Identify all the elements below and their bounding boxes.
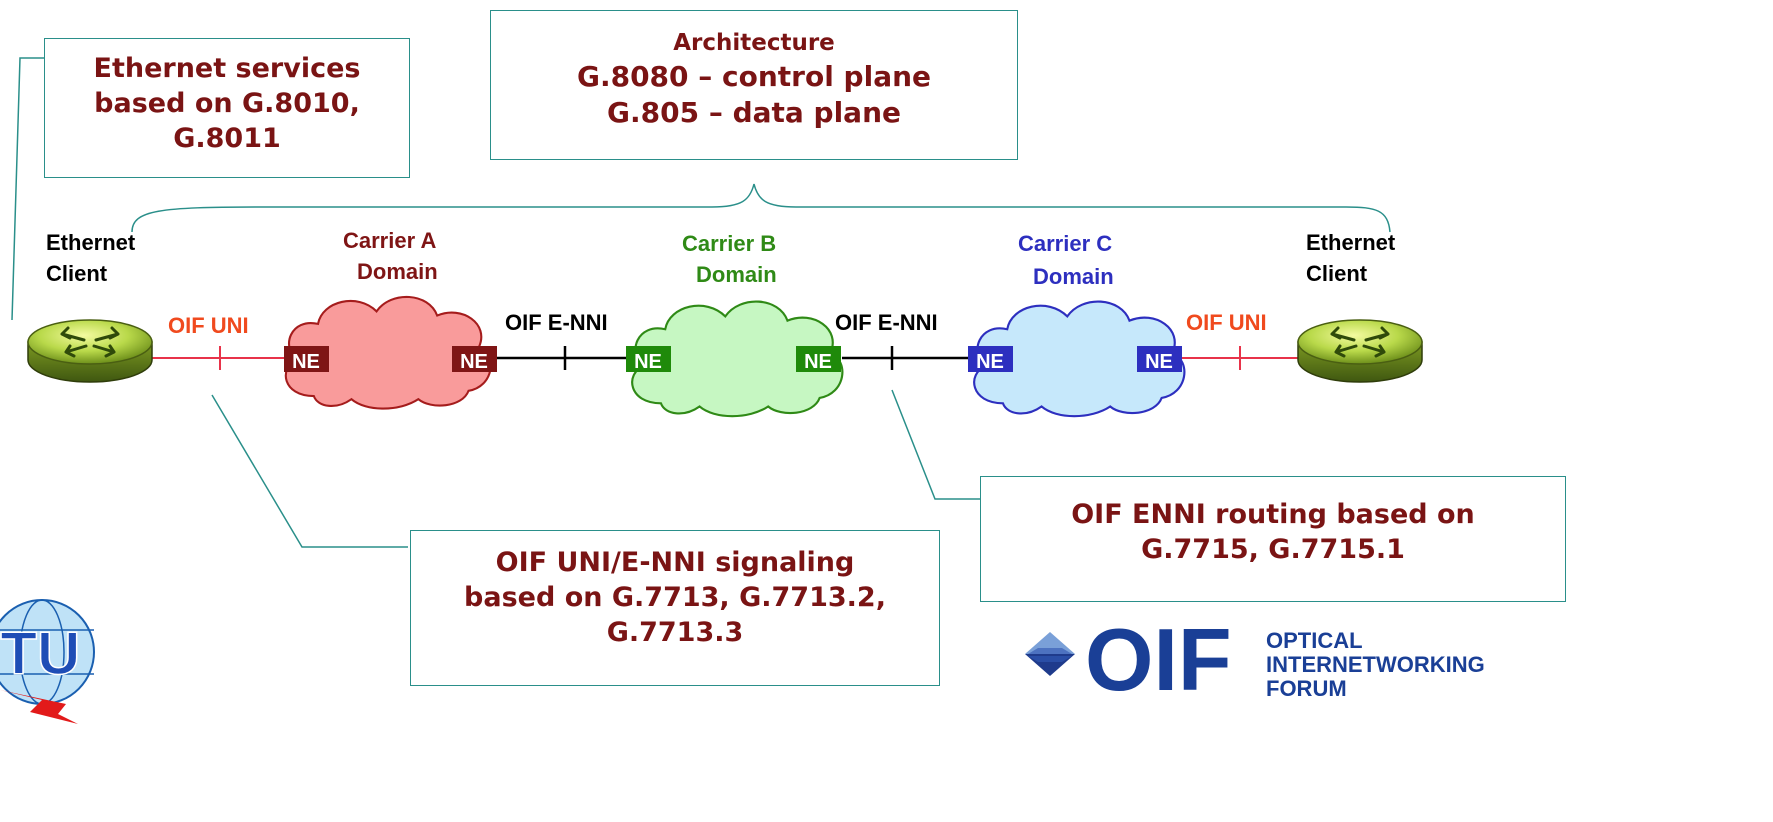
routing-line2: G.7715, G.7715.1 (1141, 534, 1405, 566)
uni-label-left: OIF UNI (168, 313, 249, 338)
routing-connector (891, 389, 980, 500)
carrier-c-label-line2: Domain (1033, 264, 1114, 289)
carrier-b-label-line2: Domain (696, 262, 777, 287)
ne-a1-label: NE (292, 351, 320, 373)
oif-tagline-line3: FORUM (1266, 676, 1347, 701)
enni-label-left: OIF E-NNI (505, 310, 608, 335)
signaling-line3: G.7713.3 (606, 617, 744, 649)
signaling-line2: based on G.7713, G.7713.2, (464, 582, 886, 614)
ne-badges: NE NE NE NE NE NE (284, 346, 1182, 373)
callout-connectors (11, 57, 980, 548)
carrier-c-label-line1: Carrier C (1018, 231, 1112, 256)
signaling-line1: OIF UNI/E-NNI signaling (495, 547, 855, 578)
carrier-a-label-line2: Domain (357, 259, 438, 284)
oif-tagline-line2: INTERNETWORKING (1266, 652, 1485, 677)
architecture-title: Architecture (673, 30, 835, 56)
links (150, 346, 1300, 370)
enni-label-right: OIF E-NNI (835, 310, 938, 335)
signaling-connector (211, 394, 408, 548)
uni-label-right: OIF UNI (1186, 310, 1267, 335)
ne-c2-label: NE (1145, 351, 1173, 373)
oif-tagline-line1: OPTICAL (1266, 628, 1363, 653)
ethernet-services-connector (11, 57, 44, 321)
router-icon-left (27, 319, 153, 383)
client-left-line2: Client (46, 261, 108, 286)
oif-logo-text: OIF (1085, 610, 1232, 709)
ne-c1-label: NE (976, 351, 1004, 373)
client-left-line1: Ethernet (46, 230, 136, 255)
ethernet-services-line3: G.8011 (173, 123, 281, 155)
itu-logo: ITU (0, 599, 95, 724)
ethernet-services-line2: based on G.8010, (94, 88, 360, 120)
client-right-line2: Client (1306, 261, 1368, 286)
architecture-line1: G.8080 – control plane (576, 59, 932, 93)
client-right-line1: Ethernet (1306, 230, 1396, 255)
ethernet-services-line1: Ethernet services (93, 53, 361, 84)
routing-callout: OIF ENNI routing based on G.7715, G.7715… (980, 476, 1566, 602)
ne-b1-label: NE (634, 351, 662, 373)
carrier-b-label-line1: Carrier B (682, 231, 776, 256)
signaling-callout: OIF UNI/E-NNI signaling based on G.7713,… (410, 530, 940, 686)
itu-logo-text: ITU (0, 620, 80, 687)
ne-a2-label: NE (460, 351, 488, 373)
architecture-callout: Architecture G.8080 – control plane G.80… (490, 10, 1018, 160)
carrier-a-label-line1: Carrier A (343, 228, 436, 253)
architecture-brace (131, 183, 1391, 233)
oif-logo: OIF OPTICAL INTERNETWORKING FORUM (1025, 610, 1485, 709)
routing-line1: OIF ENNI routing based on (1071, 499, 1475, 530)
architecture-line2: G.805 – data plane (607, 96, 901, 130)
router-icon-right (1297, 319, 1423, 383)
ne-b2-label: NE (804, 351, 832, 373)
ethernet-services-callout: Ethernet services based on G.8010, G.801… (44, 38, 410, 178)
